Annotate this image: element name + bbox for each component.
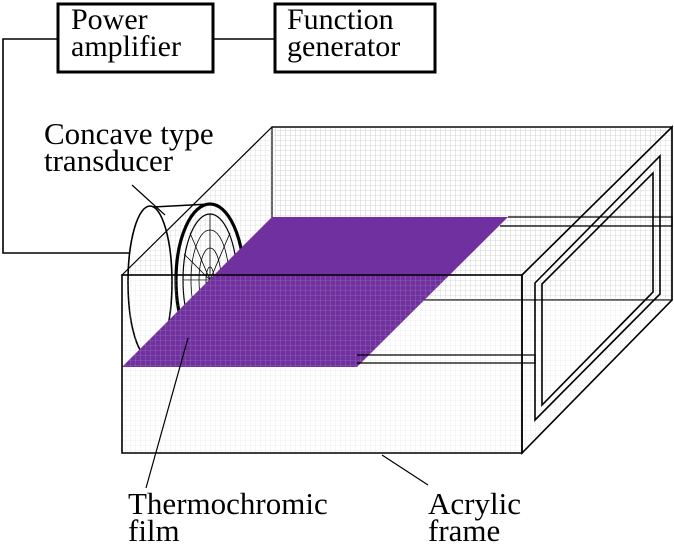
film-label-line2: film [128, 513, 180, 548]
leader-frame [381, 454, 429, 486]
frame-label-line2: frame [428, 513, 501, 548]
frame-rails [357, 216, 673, 364]
film-label-line1: Thermochromic [128, 486, 328, 521]
function-generator-box [273, 2, 437, 74]
power-amplifier-label: Power amplifier [71, 5, 181, 62]
leader-film [145, 337, 189, 489]
acrylic-frame-front [121, 125, 673, 455]
power-amplifier-label-line2: amplifier [71, 30, 181, 63]
transducer-label-line1: Concave type [44, 116, 214, 151]
frame-front-face [121, 274, 523, 454]
transducer-label-line2: transducer [44, 143, 174, 178]
function-generator-label-line1: Function [287, 3, 394, 36]
power-amplifier-box [56, 2, 215, 74]
power-amplifier-label-line1: Power [71, 3, 148, 36]
transducer-label: Concave type transducer [44, 118, 214, 176]
frame-right-face [521, 125, 673, 455]
function-generator-label: Function generator [287, 5, 400, 62]
frame-label-line1: Acrylic [428, 486, 521, 521]
thermochromic-film-label: Thermochromic film [128, 488, 328, 546]
function-generator-label-line2: generator [287, 30, 401, 63]
acrylic-frame-label: Acrylic frame [428, 488, 521, 546]
leader-transducer [131, 184, 166, 216]
connection-wires [2, 38, 275, 254]
frame-side-window [534, 154, 661, 422]
callout-leader-lines [131, 184, 429, 489]
wire-transducer-to-amplifier [2, 38, 130, 254]
